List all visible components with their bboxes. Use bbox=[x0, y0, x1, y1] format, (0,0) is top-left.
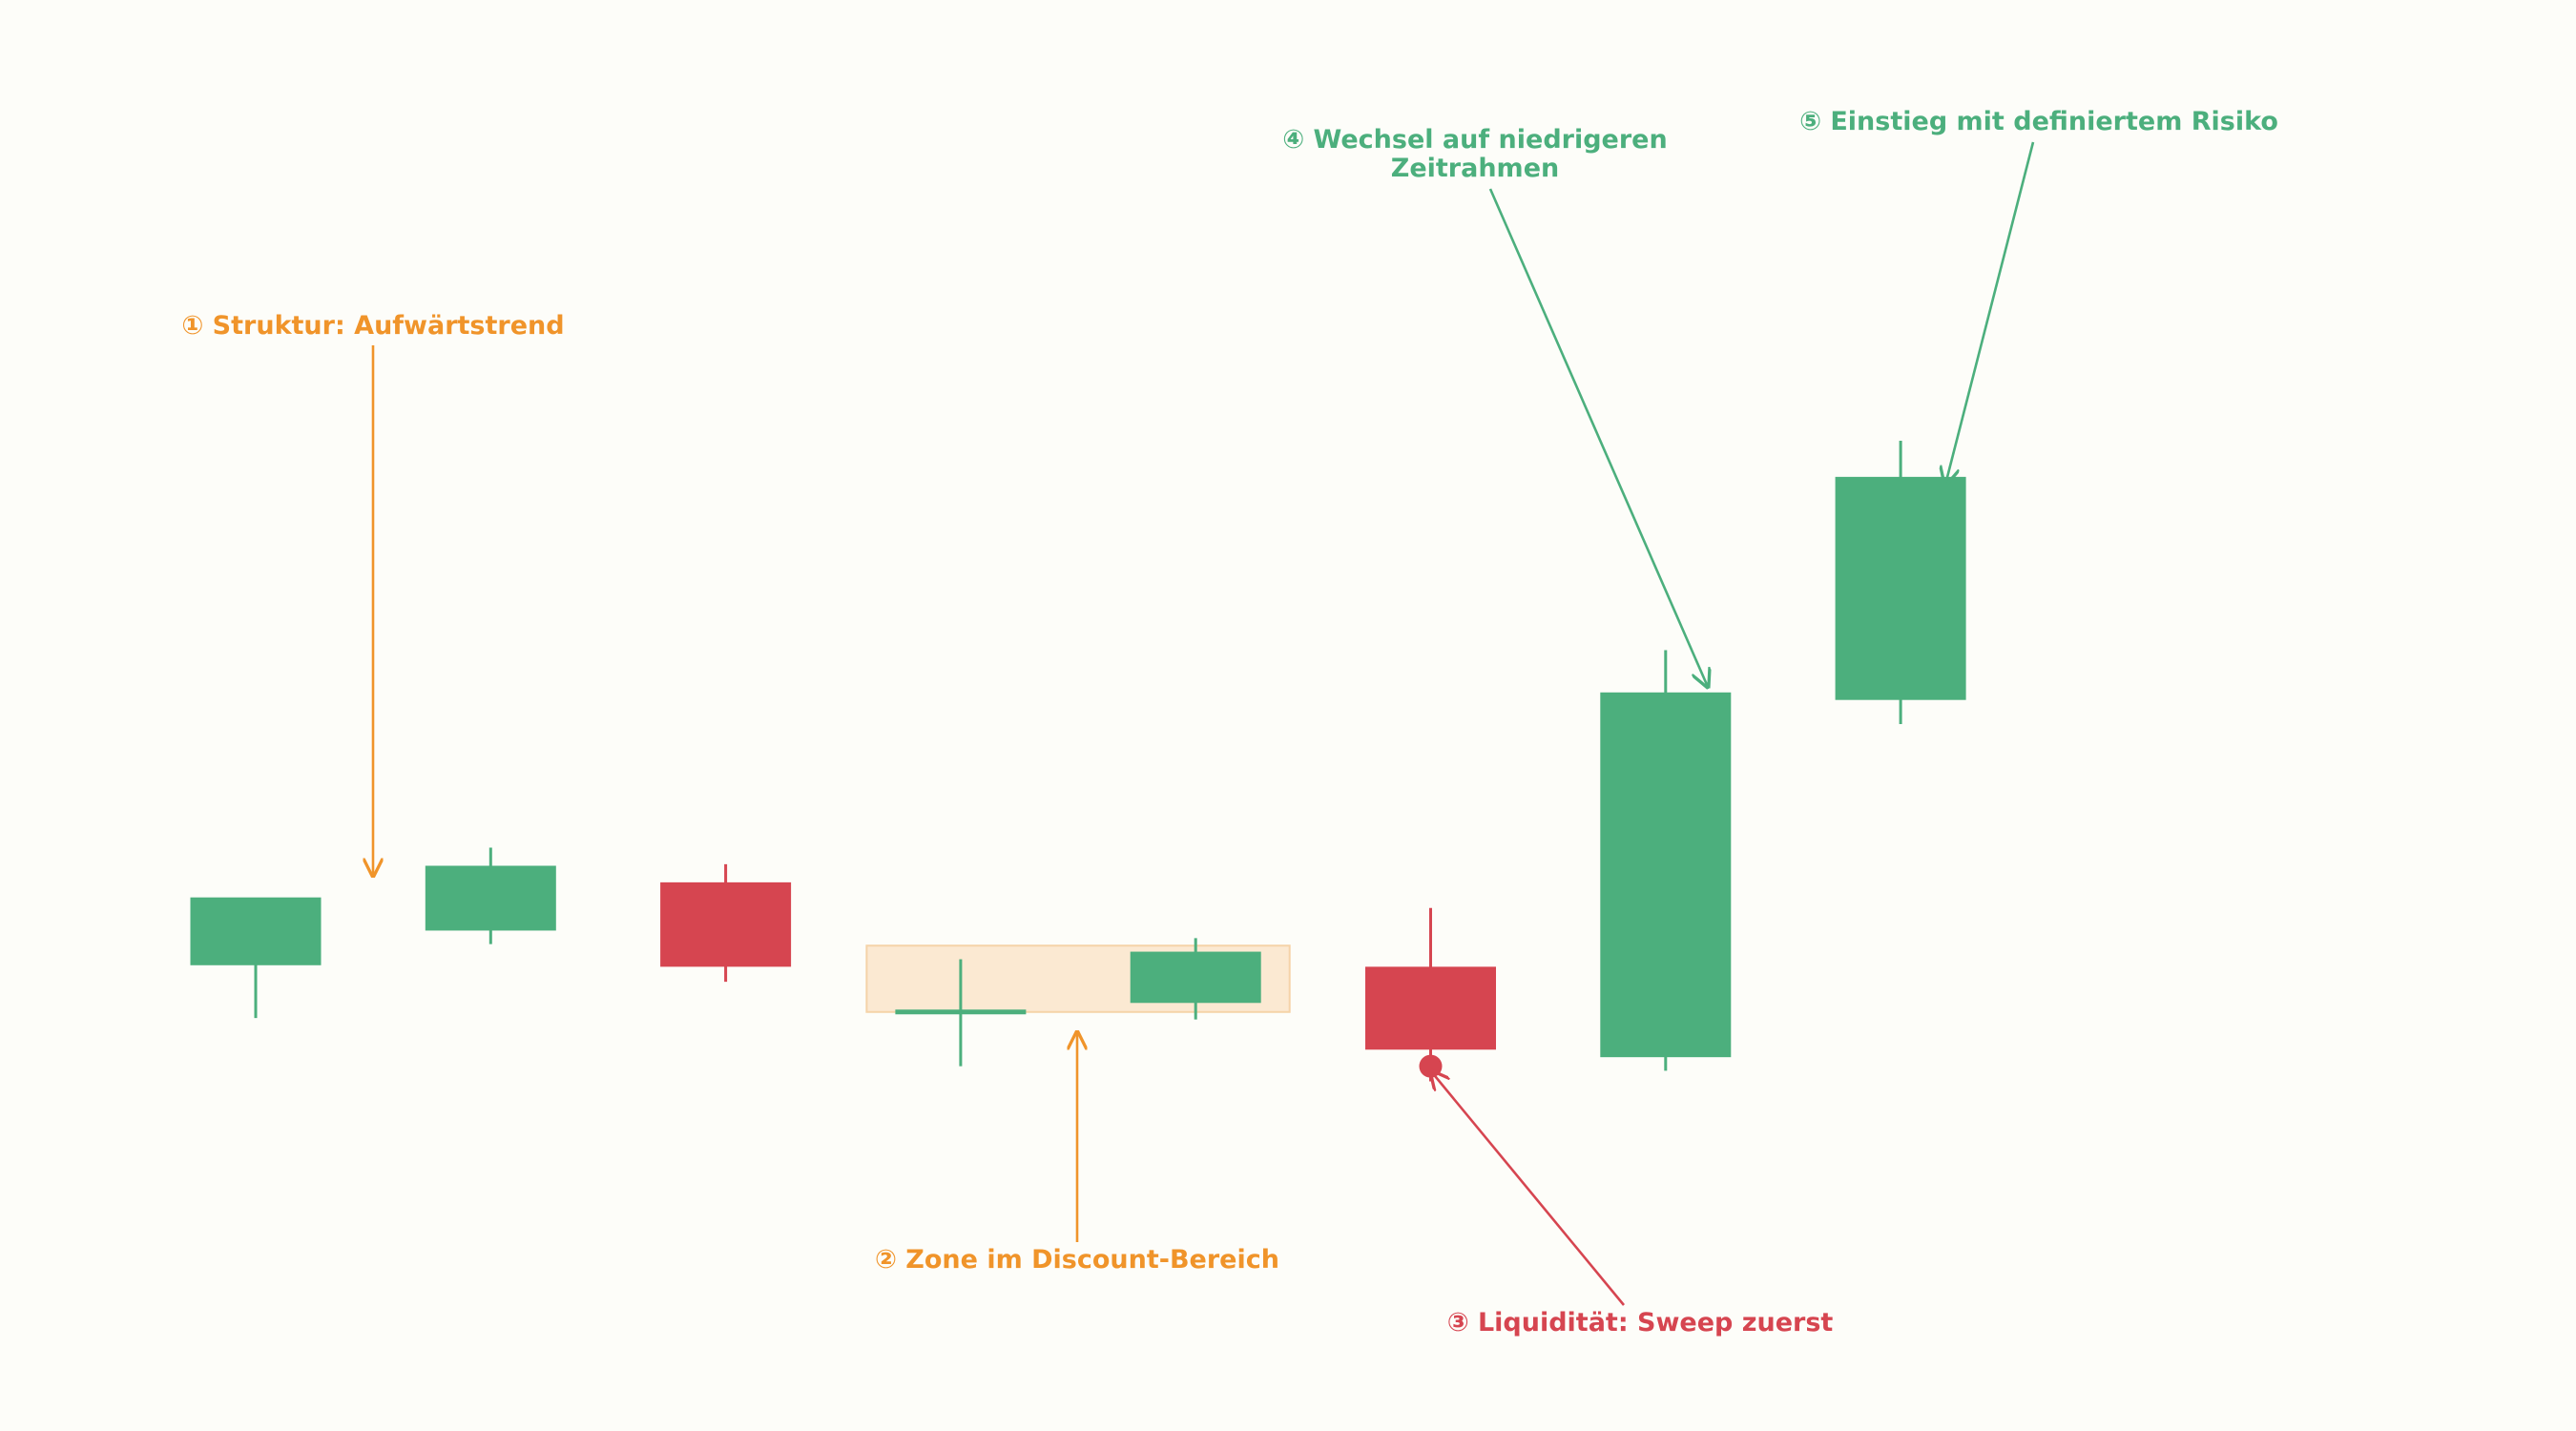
candle-body bbox=[1600, 692, 1732, 1058]
candle-6 bbox=[1365, 907, 1496, 1082]
candle-5 bbox=[1130, 938, 1261, 1020]
annotation-label: ② Zone im Discount-Bereich bbox=[875, 1245, 1279, 1275]
annotations-layer: ① Struktur: Aufwärtstrend ② Zone im Disco… bbox=[181, 107, 2277, 1338]
candle-body bbox=[660, 881, 792, 967]
annotation-arrow bbox=[1945, 141, 2035, 485]
annotation-arrow bbox=[1431, 1071, 1626, 1306]
candles-layer bbox=[190, 440, 1966, 1082]
annotation-label: ⑤ Einstieg mit definiertem Risiko bbox=[1799, 107, 2278, 136]
candle-7 bbox=[1600, 650, 1732, 1071]
annotation-a2: ② Zone im Discount-Bereich bbox=[875, 1032, 1279, 1275]
candle-body bbox=[1835, 476, 1966, 700]
annotation-a1: ① Struktur: Aufwärtstrend bbox=[181, 311, 565, 877]
candle-1 bbox=[190, 897, 322, 1019]
candle-body bbox=[1130, 951, 1261, 1004]
sweep-point bbox=[1419, 1054, 1443, 1078]
annotation-a3: ③ Liquidität: Sweep zuerst bbox=[1431, 1071, 1833, 1338]
annotation-label: ③ Liquidität: Sweep zuerst bbox=[1447, 1308, 1834, 1338]
annotation-label: ① Struktur: Aufwärtstrend bbox=[181, 311, 564, 341]
annotation-arrow bbox=[1488, 188, 1708, 687]
candle-body bbox=[1365, 966, 1496, 1050]
annotation-a5: ⑤ Einstieg mit definiertem Risiko bbox=[1799, 107, 2278, 486]
candle-4 bbox=[895, 959, 1027, 1067]
candle-body bbox=[190, 897, 322, 965]
candle-3 bbox=[660, 863, 792, 983]
candle-8 bbox=[1835, 440, 1966, 724]
candle-2 bbox=[425, 847, 556, 944]
candle-body bbox=[425, 865, 556, 931]
